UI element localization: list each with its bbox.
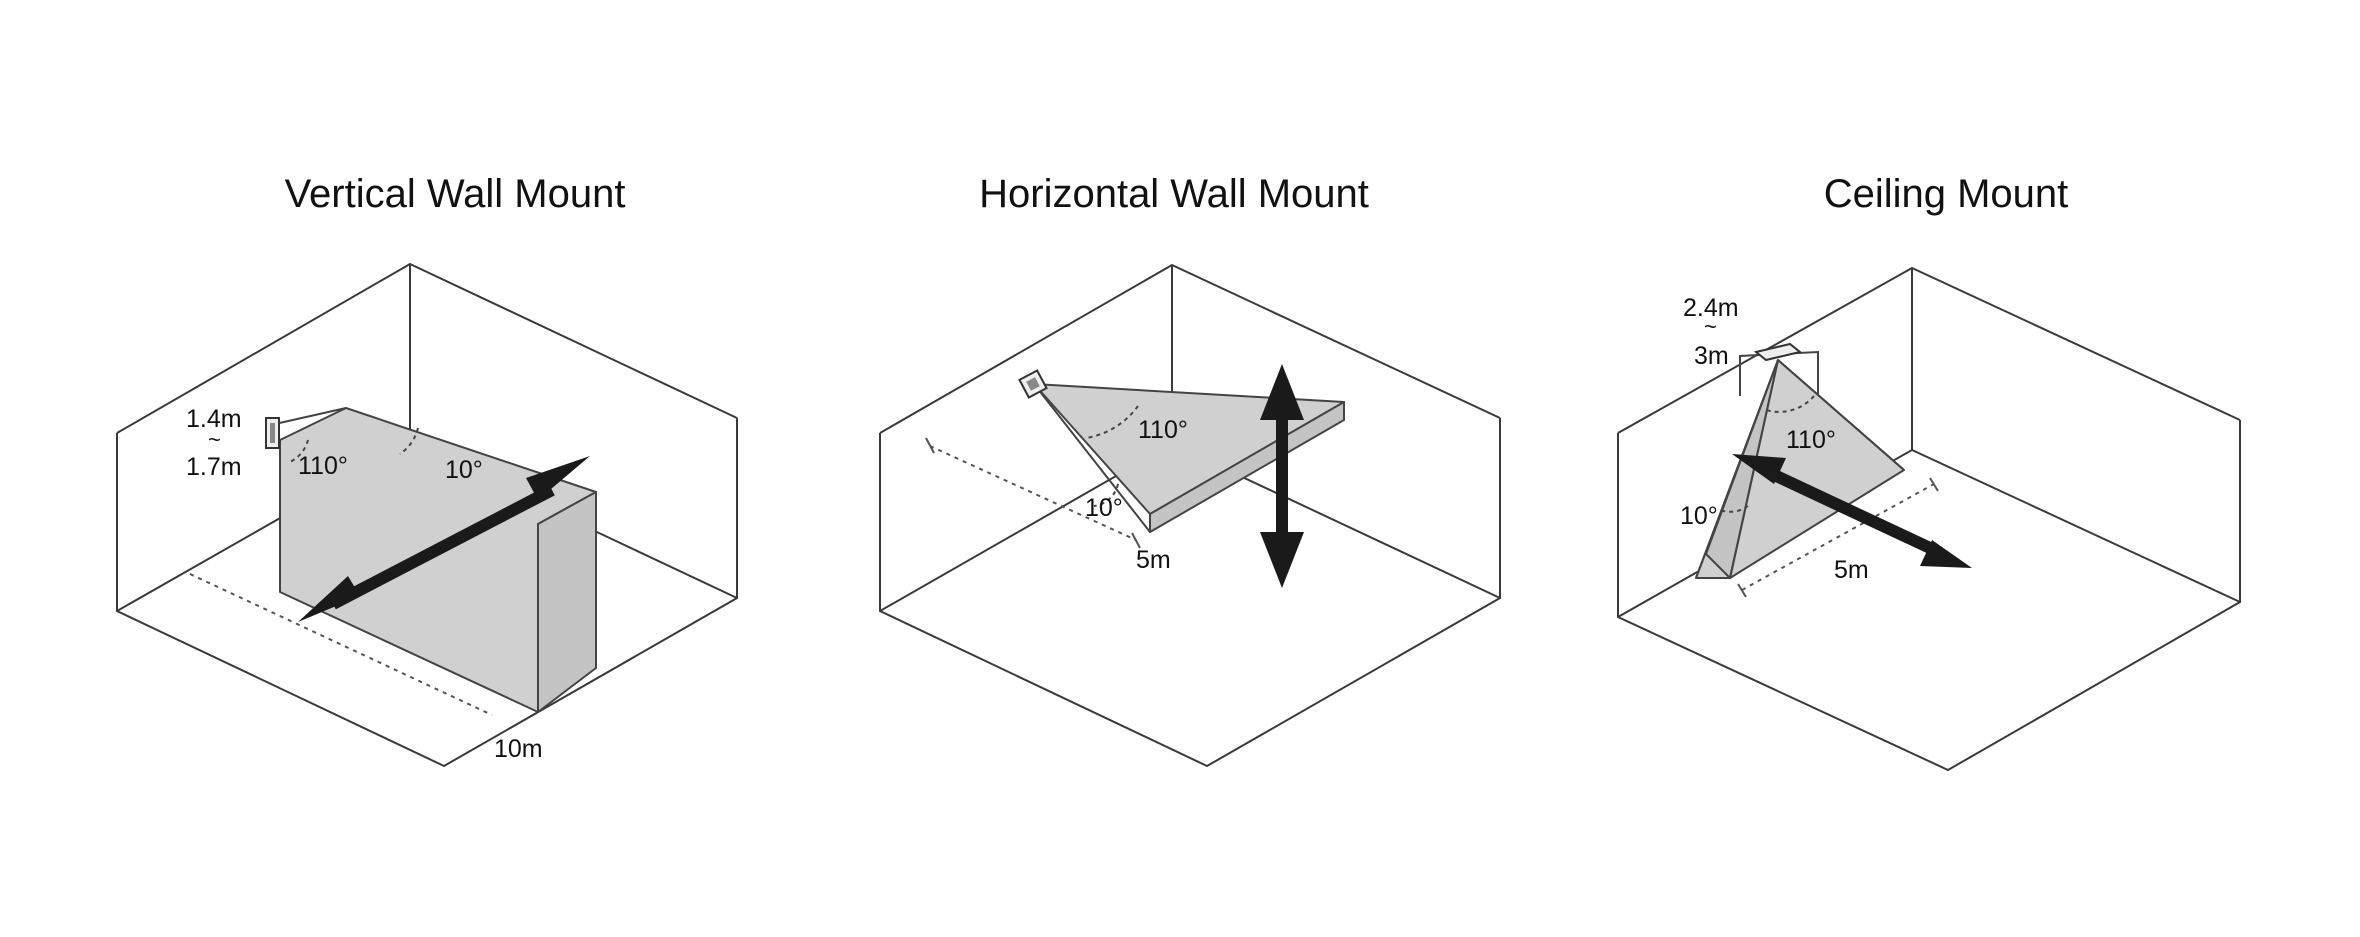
horizontal-angle-arc-wide [1085, 405, 1139, 439]
vertical-height-top-label: 1.4m [186, 405, 242, 433]
ceiling-angle-narrow-label: 10° [1680, 502, 1718, 530]
ceiling-distance-label: 5m [1834, 556, 1869, 584]
ceiling-angle-wide-label: 110° [1786, 426, 1836, 454]
vertical-sensor-icon [265, 417, 280, 449]
horizontal-wall-mount-title: Horizontal Wall Mount [979, 172, 1369, 216]
vertical-angle-narrow-label: 10° [445, 456, 483, 484]
horizontal-distance-label: 5m [1136, 546, 1171, 574]
ceiling-mount-title: Ceiling Mount [1823, 172, 2069, 216]
vertical-height-separator: ~ [208, 427, 221, 452]
horizontal-angle-wide-label: 110° [1138, 416, 1188, 444]
vertical-floor-distance-line [189, 573, 493, 716]
ceiling-sensor-icon [1753, 342, 1803, 362]
ceiling-height-separator: ~ [1704, 314, 1717, 339]
horizontal-angle-arc-narrow [1093, 483, 1119, 507]
vertical-motion-arrow [298, 456, 590, 622]
horizontal-floor-distance-line [925, 437, 1141, 549]
ceiling-floor-distance-line [1737, 477, 1939, 598]
ceiling-height-top-label: 2.4m [1683, 294, 1739, 322]
horizontal-motion-arrow [1260, 364, 1304, 588]
horizontal-wall-mount-panel: 110° 10° 5m [879, 263, 1501, 768]
horizontal-angle-narrow-label: 10° [1085, 494, 1123, 522]
vertical-height-bottom-label: 1.7m [186, 453, 242, 481]
ceiling-mount-panel: 2.4m ~ 3m 110° 10° 5m [1617, 266, 2241, 772]
ceiling-angle-arc-narrow [1719, 505, 1749, 513]
vertical-detection-zone [274, 407, 597, 713]
vertical-angle-arc-wide [289, 439, 309, 463]
vertical-wall-mount-title: Vertical Wall Mount [284, 172, 626, 216]
horizontal-room-outline [879, 263, 1501, 768]
ceiling-height-bottom-label: 3m [1694, 342, 1729, 370]
vertical-distance-label: 10m [494, 735, 543, 763]
vertical-angle-arc-narrow [399, 427, 419, 455]
vertical-wall-mount-panel: 1.4m ~ 1.7m 110° 10° 10m [116, 262, 738, 768]
horizontal-sensor-icon [1018, 369, 1048, 399]
ceiling-detection-zone [1695, 359, 1905, 579]
ceiling-angle-arc-wide [1765, 395, 1815, 413]
ceiling-motion-arrow [1732, 454, 1972, 568]
vertical-angle-wide-label: 110° [298, 452, 348, 480]
